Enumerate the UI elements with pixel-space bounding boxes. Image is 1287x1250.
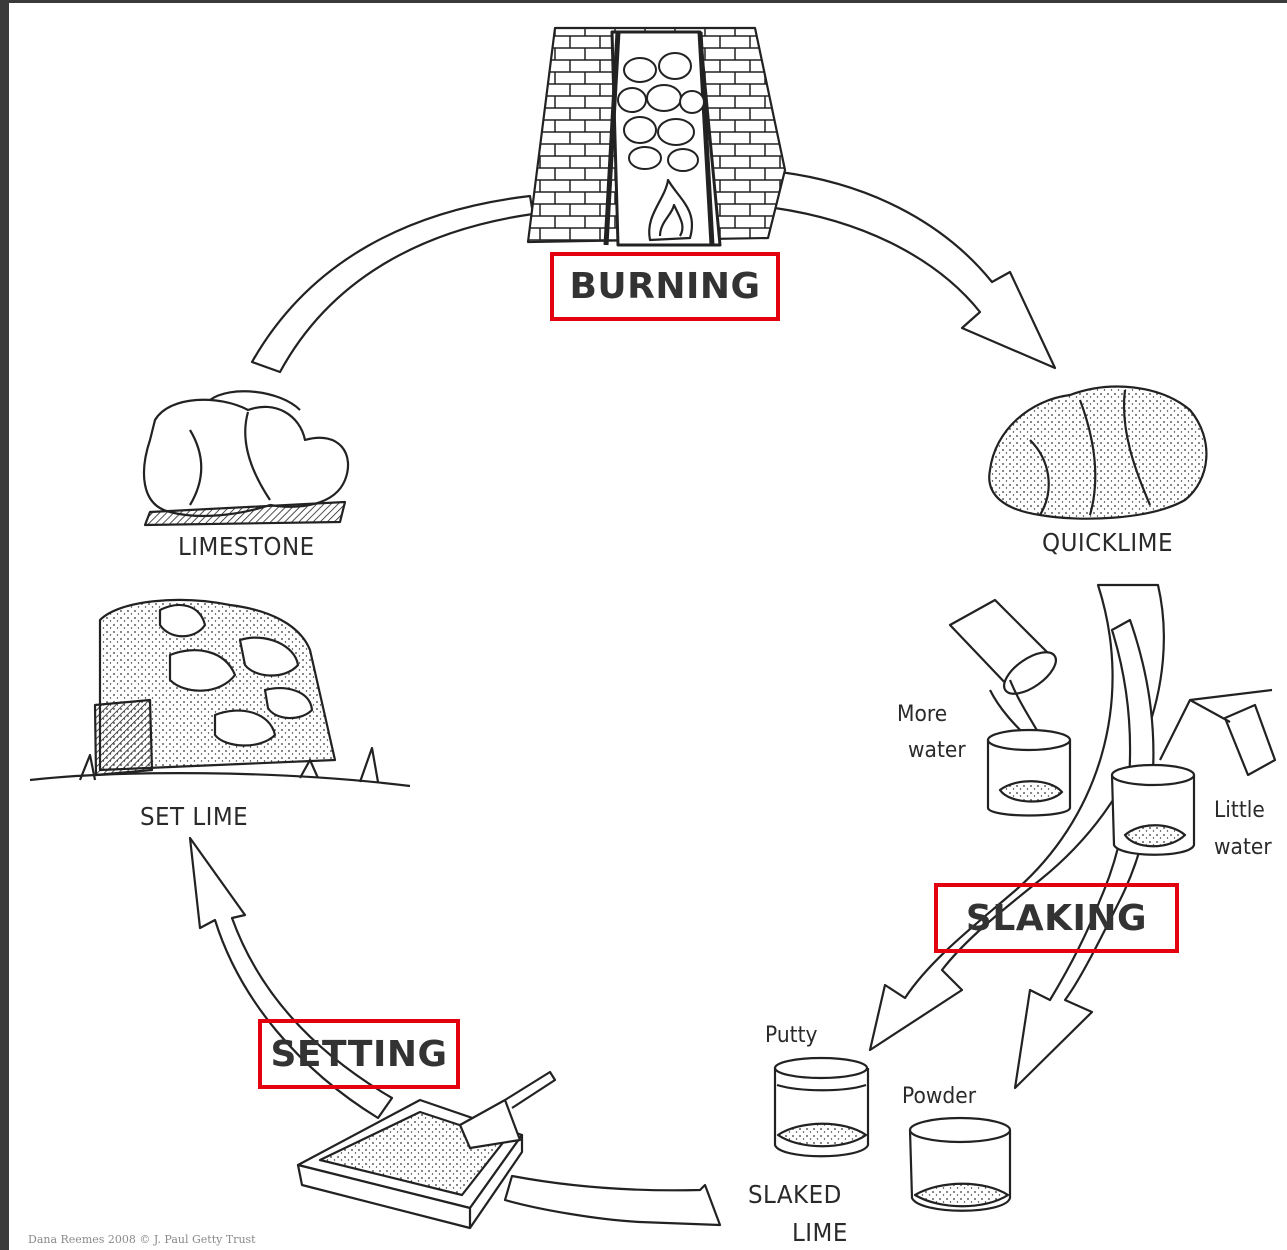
arrow-burning-to-quicklime (773, 170, 1057, 370)
sprayer-icon (1159, 688, 1277, 777)
more-water-label-line2: water (908, 738, 966, 763)
arrow-setting-to-set-lime (188, 836, 394, 1120)
set-lime-wall-icon (29, 598, 411, 788)
limestone-icon (142, 390, 350, 527)
quicklime-icon (988, 385, 1208, 520)
window-frame-top (0, 0, 1287, 3)
powder-beaker-icon (908, 1116, 1012, 1212)
slaked-lime-label-line1: SLAKED (748, 1180, 842, 1209)
powder-label: Powder (902, 1084, 977, 1109)
slaking-stage-label: SLAKING (965, 897, 1148, 939)
putty-beaker-icon (773, 1056, 870, 1158)
more-water-label-line1: More (897, 702, 948, 727)
little-water-label-line2: water (1214, 835, 1272, 860)
slaking-stage-box: SLAKING (934, 883, 1179, 953)
quicklime-label: QUICKLIME (1042, 528, 1173, 557)
arrow-limestone-to-burning (250, 194, 535, 374)
slaked-lime-label-line2: LIME (792, 1218, 848, 1247)
limestone-label: LIMESTONE (178, 532, 315, 561)
setting-stage-box: SETTING (258, 1019, 460, 1089)
credit-text: Dana Reemes 2008 © J. Paul Getty Trust (28, 1233, 256, 1246)
little-water-label-line1: Little (1214, 798, 1265, 823)
beaker-little-water-icon (1110, 763, 1196, 856)
arrow-slaked-to-setting (503, 1174, 722, 1227)
beaker-more-water-icon (986, 728, 1072, 817)
putty-label: Putty (765, 1023, 818, 1048)
set-lime-label: SET LIME (140, 802, 249, 831)
setting-stage-label: SETTING (270, 1033, 448, 1075)
window-frame-left (0, 0, 9, 1250)
burning-stage-label: BURNING (569, 266, 761, 307)
kiln-icon (526, 26, 787, 247)
mortar-tray-icon (296, 1070, 557, 1230)
burning-stage-box: BURNING (550, 252, 780, 321)
bucket-pouring-icon (948, 598, 1057, 746)
